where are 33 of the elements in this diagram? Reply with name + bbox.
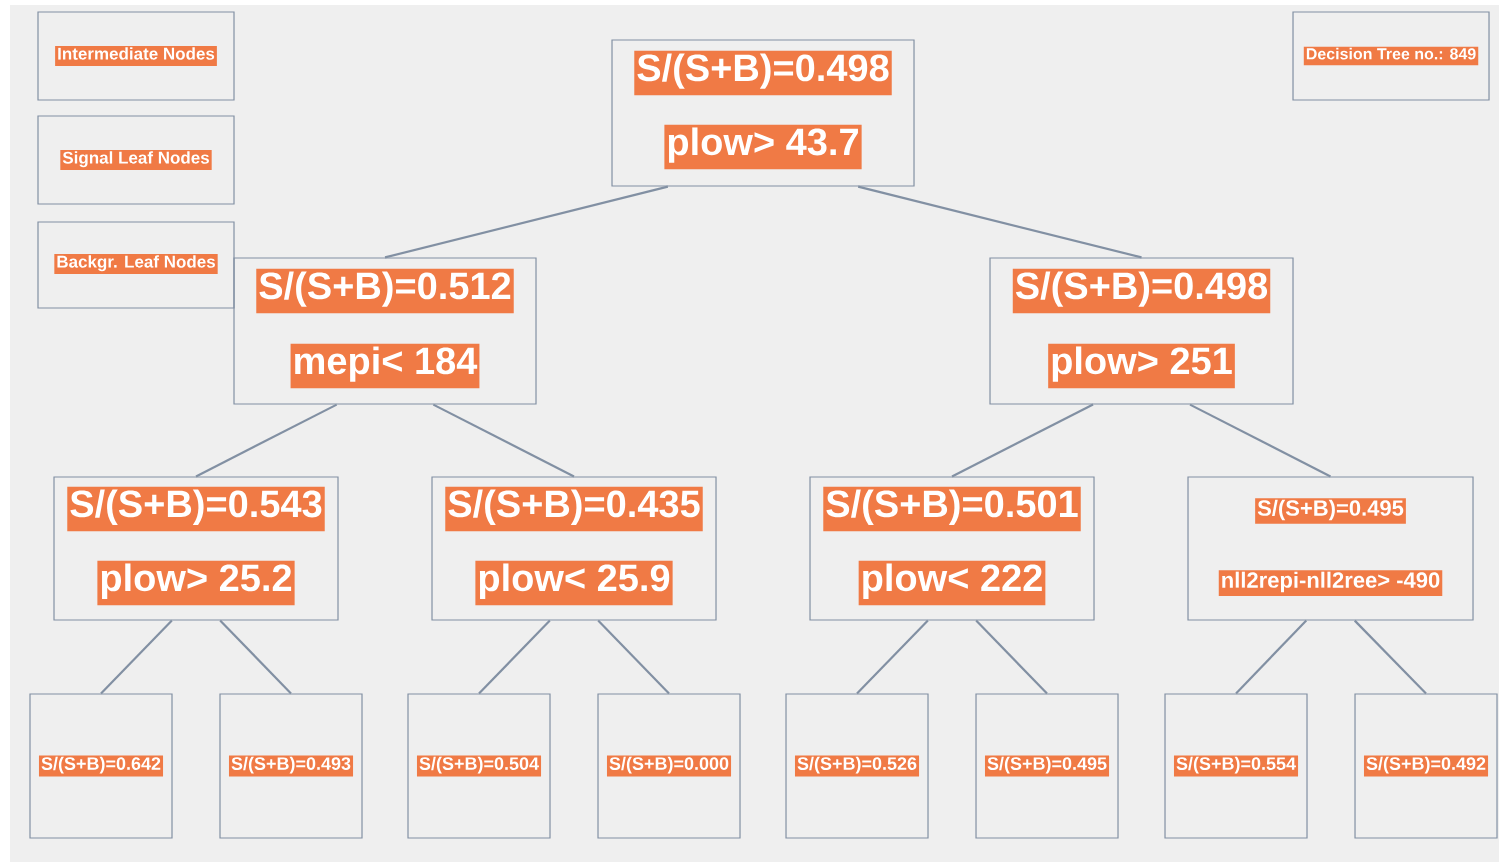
tree-node: S/(S+B)=0.493 <box>219 693 363 839</box>
connector-line <box>478 619 551 695</box>
connector-line <box>1189 403 1331 478</box>
tree-node: S/(S+B)=0.495 <box>975 693 1119 839</box>
tree-node: Intermediate Nodes <box>37 11 235 101</box>
connector-line <box>857 185 1142 259</box>
connector-line <box>195 403 338 478</box>
connector-line <box>219 619 292 695</box>
tree-node: S/(S+B)=0.512 mepi< 184 <box>233 257 537 405</box>
tree-node: S/(S+B)=0.501 plow< 222 <box>809 476 1095 621</box>
connector-line <box>100 619 173 695</box>
connector-line <box>384 185 669 259</box>
tree-node: Decision Tree no.: 849 <box>1292 11 1490 101</box>
connector-line <box>975 619 1048 695</box>
tree-node: S/(S+B)=0.504 <box>407 693 551 839</box>
tree-node: Backgr. Leaf Nodes <box>37 221 235 309</box>
tree-node: S/(S+B)=0.642 <box>29 693 173 839</box>
tree-node: S/(S+B)=0.492 <box>1354 693 1498 839</box>
connector-line <box>597 619 670 695</box>
tree-node: S/(S+B)=0.435 plow< 25.9 <box>431 476 717 621</box>
connector-line <box>432 403 575 478</box>
tree-node: S/(S+B)=0.495 nll2repi-nll2ree> -490 <box>1187 476 1474 621</box>
tree-node: S/(S+B)=0.498 plow> 251 <box>989 257 1294 405</box>
tree-node: Signal Leaf Nodes <box>37 115 235 205</box>
tree-node: S/(S+B)=0.000 <box>597 693 741 839</box>
tree-node: S/(S+B)=0.526 <box>785 693 929 839</box>
connector-line <box>1353 619 1427 695</box>
tree-node: S/(S+B)=0.498 plow> 43.7 <box>611 39 915 187</box>
tree-node: S/(S+B)=0.554 <box>1164 693 1308 839</box>
connector-line <box>1235 619 1308 695</box>
tree-node: S/(S+B)=0.543 plow> 25.2 <box>53 476 339 621</box>
connector-line <box>951 403 1094 478</box>
connector-line <box>856 619 929 695</box>
